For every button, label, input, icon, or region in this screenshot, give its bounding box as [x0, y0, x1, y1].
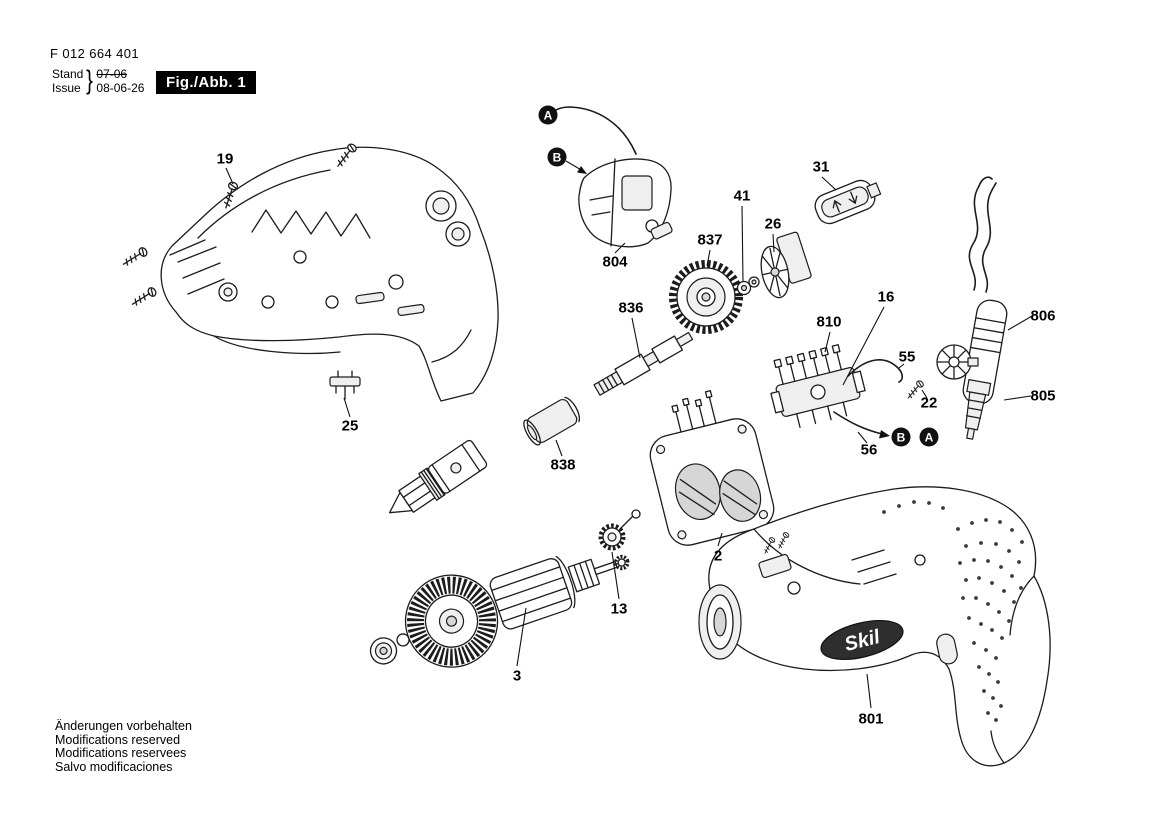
chuck: [388, 439, 488, 514]
stand-value: 07-06: [96, 66, 128, 81]
marker-A-mid: A: [919, 427, 939, 447]
callout-56: 56: [860, 441, 878, 459]
figure-label: Fig./Abb. 1: [156, 71, 256, 94]
part-836-spindle: [593, 331, 694, 396]
callout-837: 837: [697, 231, 723, 249]
callout-836: 836: [618, 299, 644, 317]
callout-26: 26: [764, 215, 782, 233]
part-31-selector: [814, 179, 882, 225]
part-25-bracket: [329, 370, 361, 400]
part-41-washers: [736, 276, 760, 296]
callout-41: 41: [733, 187, 751, 205]
callout-838: 838: [550, 456, 576, 474]
housing-speckles: [882, 500, 1024, 722]
housing-left-half: [160, 146, 499, 402]
skil-logo: Skil: [820, 620, 904, 660]
callout-2: 2: [713, 547, 723, 565]
part-837-gear: [669, 260, 743, 334]
marker-B-top: B: [547, 147, 567, 167]
callout-3: 3: [512, 667, 522, 685]
callout-16: 16: [877, 288, 895, 306]
part-804-switch: [551, 106, 673, 248]
footer-notes: Änderungen vorbehalten Modifications res…: [55, 719, 192, 774]
callout-805: 805: [1030, 387, 1056, 405]
callout-55: 55: [898, 348, 916, 366]
callout-804: 804: [602, 253, 628, 271]
callout-13: 13: [610, 600, 628, 618]
issue-block: Stand Issue } 07-06 08-06-26: [52, 65, 144, 96]
part-3-armature: [369, 554, 630, 668]
callout-25: 25: [341, 417, 359, 435]
footer-line-de: Änderungen vorbehalten: [55, 719, 192, 733]
leader-lines: [225, 167, 1033, 709]
part-2-stator: [649, 390, 775, 546]
issue-brace: }: [86, 65, 94, 95]
marker-A-top: A: [538, 105, 558, 125]
callout-806: 806: [1030, 307, 1056, 325]
housing-right-half: Skil: [698, 486, 1051, 767]
part-810-brush-plate: [770, 344, 904, 439]
issue-label: Issue: [52, 80, 81, 95]
issue-value: 08-06-26: [96, 80, 145, 95]
footer-line-fr: Modifications reservees: [55, 746, 187, 760]
callout-31: 31: [812, 158, 830, 176]
callout-22: 22: [920, 394, 938, 412]
callout-810: 810: [816, 313, 842, 331]
marker-B-mid: B: [891, 427, 911, 447]
part-26-fan: [760, 231, 812, 299]
cord-grommet: [936, 344, 979, 380]
footer-line-es: Salvo modificaciones: [55, 759, 173, 774]
stand-label: Stand: [52, 66, 84, 81]
part-13-pinion: [598, 509, 641, 551]
part-838-sleeve: [523, 396, 581, 446]
footer-line-en: Modifications reserved: [55, 732, 181, 747]
callout-19: 19: [216, 150, 234, 168]
callout-801: 801: [858, 710, 884, 728]
document-part-number: F 012 664 401: [50, 46, 140, 61]
part-806-cord-plug: [936, 176, 1008, 440]
